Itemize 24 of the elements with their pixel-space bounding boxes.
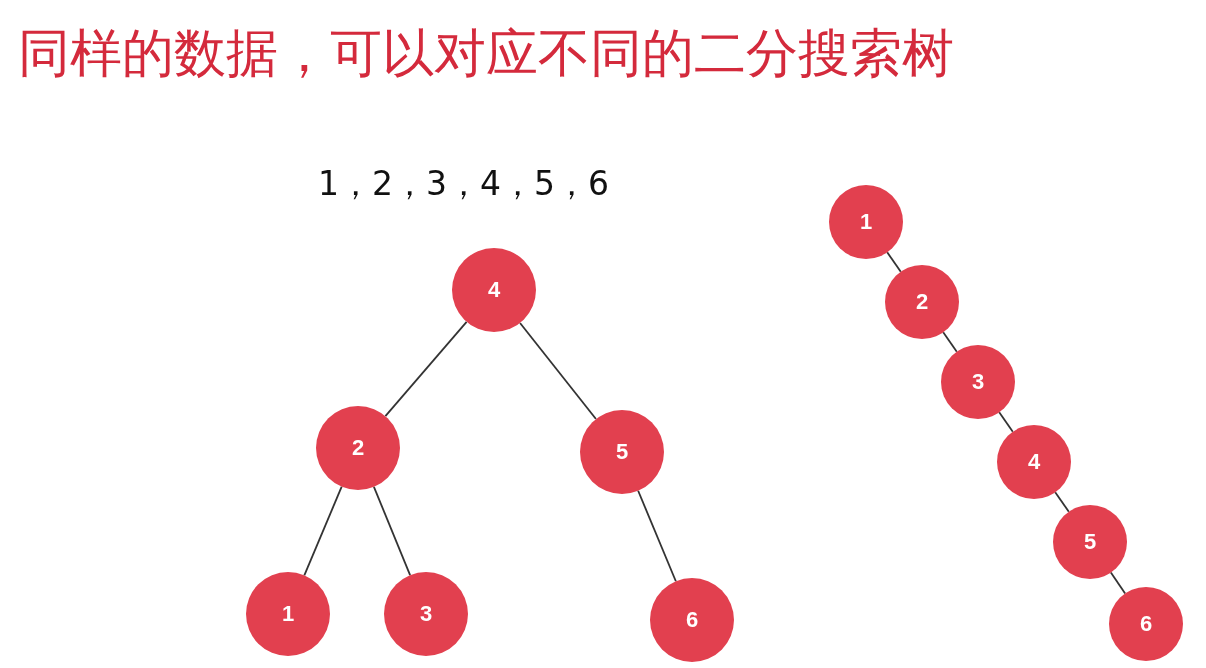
node-value: 2 <box>351 435 365 461</box>
tree-edge <box>886 251 902 273</box>
node-value: 6 <box>1139 611 1153 637</box>
node-value: 1 <box>281 601 295 627</box>
node-value: 5 <box>1083 529 1097 555</box>
tree-edge <box>942 331 958 353</box>
tree-edge <box>384 320 468 418</box>
tree-edge <box>303 485 343 577</box>
node-value: 6 <box>685 607 699 633</box>
tree-edge <box>373 485 411 577</box>
title: 同样的数据，可以对应不同的二分搜索树 <box>18 22 954 85</box>
tree-edge <box>1054 491 1070 513</box>
node-value: 3 <box>419 601 433 627</box>
tree-edge <box>519 322 597 420</box>
number-sequence: 1，2，3，4，5，6 <box>318 164 609 204</box>
node-value: 5 <box>615 439 629 465</box>
node-value: 4 <box>1027 449 1041 475</box>
node-value: 4 <box>487 277 501 303</box>
tree-edge <box>637 489 677 583</box>
tree-edge <box>998 411 1014 433</box>
node-value: 2 <box>915 289 929 315</box>
tree-edge <box>1109 571 1127 595</box>
node-value: 3 <box>971 369 985 395</box>
node-value: 1 <box>859 209 873 235</box>
